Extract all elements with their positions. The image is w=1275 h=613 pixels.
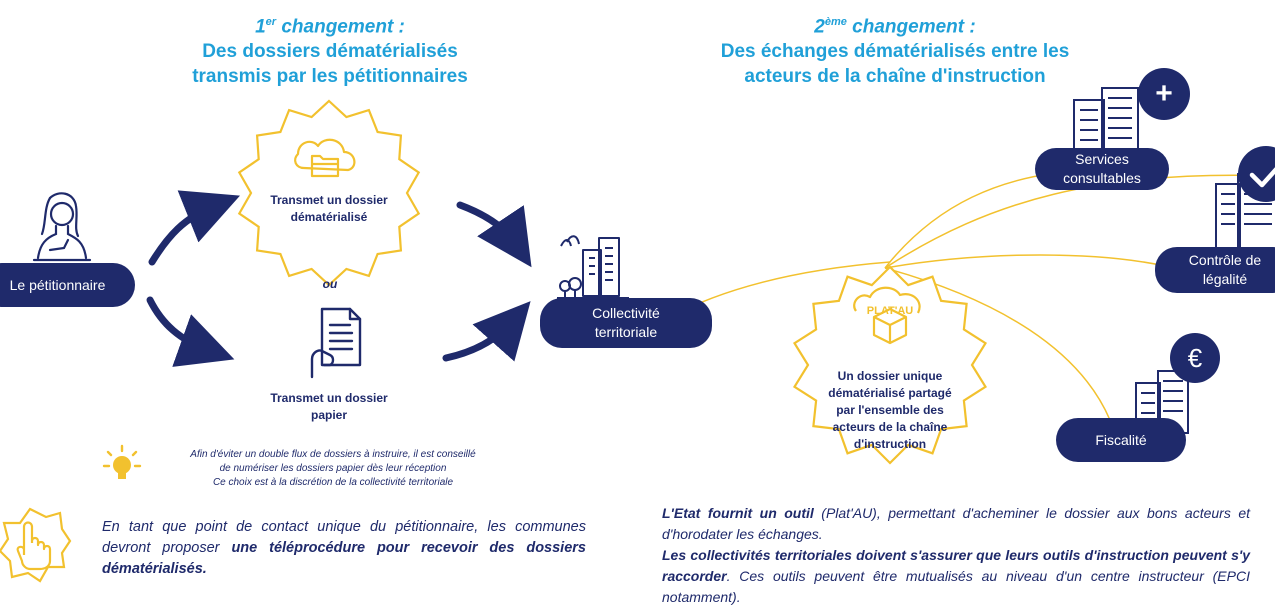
euro-badge: € [1170, 333, 1220, 383]
left-bottom-paragraph: En tant que point de contact unique du p… [102, 517, 586, 580]
arrow-paper-to-collectivity [442, 301, 531, 362]
plus-badge: + [1138, 68, 1190, 120]
fiscalite-pill: Fiscalité [1056, 418, 1186, 462]
controle-pill: Contrôle de légalité [1155, 247, 1275, 293]
pointing-hand-icon [0, 507, 72, 583]
digital-dossier-label: Transmet un dossier dématérialisé [270, 193, 388, 224]
controle-label: Contrôle de légalité [1188, 252, 1262, 287]
services-label: Services consultables [1063, 151, 1141, 186]
services-building-icon [1073, 87, 1139, 157]
petitioner-pill: Le pétitionnaire [0, 263, 135, 307]
collectivity-label: Collectivité territoriale [592, 305, 660, 340]
left-bottom-bold: une téléprocédure pour recevoir des doss… [102, 540, 586, 577]
digital-dossier-badge [237, 99, 421, 287]
left-title-line3: transmis par les pétitionnaires [192, 66, 468, 88]
platau-description: Un dossier unique dématérialisé partagé … [828, 369, 952, 451]
right-bottom-text1: (Plat'AU), permettant d'acheminer le dos… [662, 505, 1250, 542]
euro-icon: € [1187, 342, 1203, 373]
services-pill: Services consultables [1035, 148, 1169, 190]
plus-icon: + [1155, 77, 1173, 110]
right-bottom-bold1: L'Etat fournit un outil [662, 505, 814, 521]
left-bottom-text: En tant que point de contact unique du p… [102, 519, 586, 556]
left-title-num: 1 [255, 16, 266, 38]
right-title-line2: Des échanges dématérialisés entre les [720, 41, 1070, 63]
right-bottom-bold2: Les collectivités territoriales doivent … [662, 547, 1250, 584]
right-title-line3: acteurs de la chaîne d'instruction [744, 66, 1046, 88]
tip-line1: Afin d'éviter un double flux de dossiers… [190, 449, 476, 460]
lightbulb-icon [102, 444, 142, 479]
arrow-to-digital [148, 190, 240, 266]
check-badge [1238, 146, 1275, 202]
right-title: 2ème changement : Des échanges dématéria… [700, 10, 1090, 89]
right-title-sup: ème [824, 16, 847, 28]
petitioner-label: Le pétitionnaire [9, 276, 106, 293]
tip-line3: Ce choix est à la discrétion de la colle… [212, 477, 454, 488]
right-bottom-paragraph: L'Etat fournit un outil (Plat'AU), perme… [662, 503, 1250, 608]
platau-badge [792, 265, 988, 465]
right-title-word: changement : [846, 16, 976, 38]
arrow-digital-to-collectivity [456, 201, 532, 268]
paper-dossier-label: Transmet un dossier papier [270, 391, 388, 422]
arrow-to-paper [146, 296, 235, 367]
city-icon [557, 235, 629, 299]
platau-label: PLAT'AU [866, 305, 914, 317]
tip-text: Afin d'éviter un double flux de dossiers… [148, 448, 518, 490]
right-title-num: 2 [814, 16, 825, 38]
left-title-word: changement : [276, 16, 405, 38]
tip-line2: de numériser les dossiers papier dès leu… [219, 463, 447, 474]
check-icon [1249, 167, 1275, 188]
left-title-line2: Des dossiers dématérialisés [202, 41, 458, 63]
right-bottom-text2: . Ces outils peuvent être mutualisés au … [662, 568, 1250, 605]
left-title-sup: er [265, 16, 277, 28]
fiscalite-label: Fiscalité [1095, 431, 1147, 448]
collectivity-pill: Collectivité territoriale [540, 298, 712, 348]
paper-hand-icon [310, 307, 362, 379]
left-title: 1er changement : Des dossiers dématérial… [150, 10, 510, 89]
person-icon [32, 192, 92, 262]
or-label: ou [322, 277, 338, 291]
